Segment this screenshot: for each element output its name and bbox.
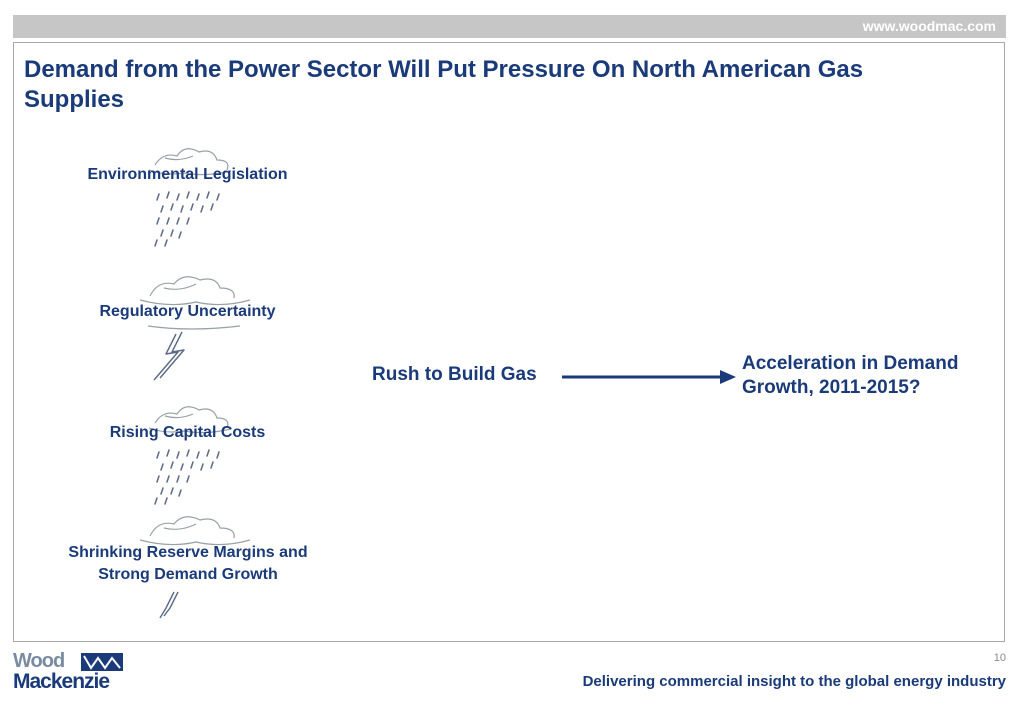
footer-tagline: Delivering commercial insight to the glo… xyxy=(582,673,1006,690)
factor-label-3: Rising Capital Costs xyxy=(109,424,266,441)
logo-word-1: Wood xyxy=(13,650,65,672)
lightning-cloud-icon xyxy=(130,272,260,384)
logo-word-2: Mackenzie xyxy=(13,670,110,693)
factor-label-2: Regulatory Uncertainty xyxy=(99,303,276,320)
lightning-cloud-icon xyxy=(130,512,260,622)
slide-frame xyxy=(13,42,1005,642)
website-url[interactable]: www.woodmac.com xyxy=(862,18,996,34)
slide-title: Demand from the Power Sector Will Put Pr… xyxy=(24,56,864,113)
factor-label-4: Shrinking Reserve Margins and Strong Dem… xyxy=(68,544,308,583)
page-number: 10 xyxy=(993,652,1006,664)
factor-label-1: Environmental Legislation xyxy=(87,166,288,183)
wm-logo-icon xyxy=(81,653,123,671)
arrow-icon xyxy=(562,370,736,384)
top-bar: www.woodmac.com xyxy=(13,15,1006,38)
rain-cloud-icon xyxy=(135,140,245,250)
cause-label: Rush to Build Gas xyxy=(372,364,537,385)
wood-mackenzie-logo[interactable]: Wood Mackenzie xyxy=(13,650,128,695)
effect-label: Acceleration in Demand Growth, 2011-2015… xyxy=(742,353,959,398)
rain-cloud-icon xyxy=(135,398,245,508)
